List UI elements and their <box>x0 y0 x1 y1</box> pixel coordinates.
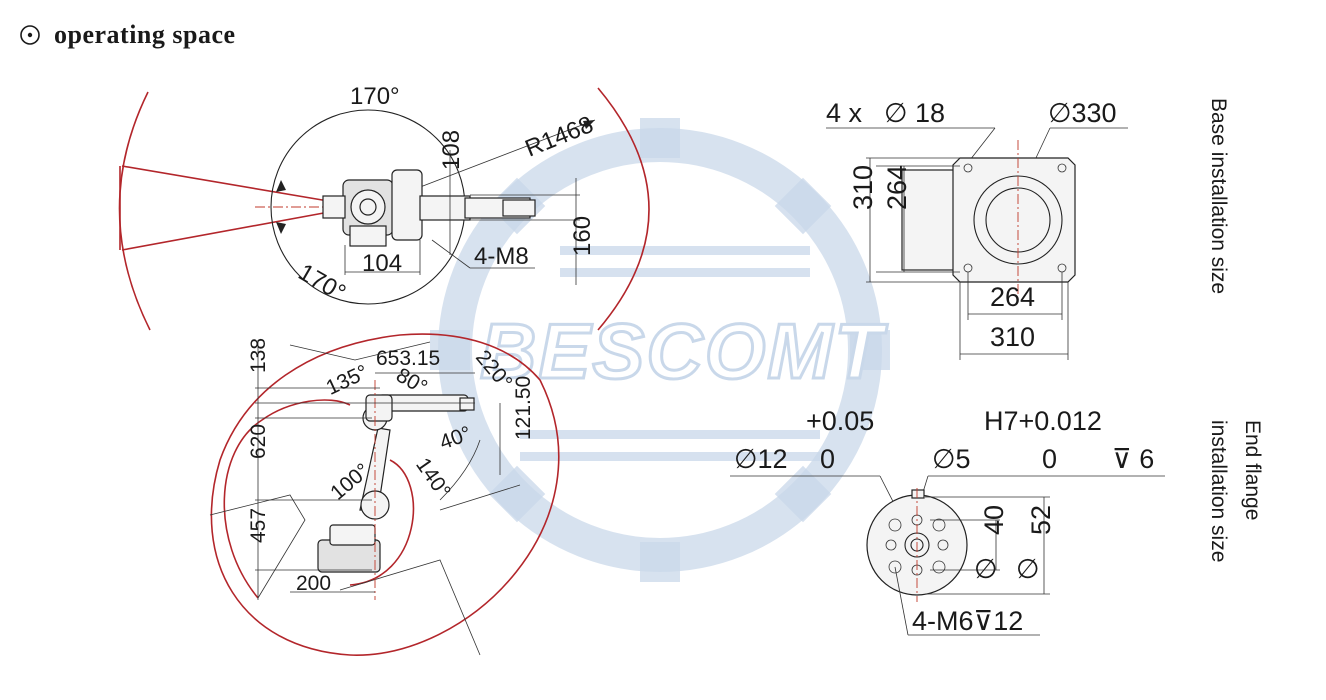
dim-200-label: 200 <box>296 572 331 595</box>
base-holes-label: 4 x <box>826 98 863 128</box>
dim-160-label: 160 <box>569 216 596 256</box>
flange-tol-plus: +0.05 <box>806 406 874 436</box>
bottom-angle-label: 170° <box>294 259 350 307</box>
base-hole-dia-label: ∅ 18 <box>884 98 945 128</box>
end-flange: +0.05 H7+0.012 ∅12 0 ∅5 0 ⊽ 6 40 ∅ 52 ∅ … <box>730 406 1264 636</box>
base-installation: 4 x ∅ 18 ∅330 310 264 264 310 Base insta… <box>826 98 1230 360</box>
target-icon <box>20 25 40 45</box>
flange-dim-40: 40 <box>979 505 1009 535</box>
top-angle-label: 170° <box>350 83 400 110</box>
flange-zero-b: 0 <box>1042 444 1057 474</box>
dim-620-label: 620 <box>247 424 270 459</box>
flange-tol-h7: H7+0.012 <box>984 406 1102 436</box>
flange-caption-line1: End flange <box>1241 420 1264 520</box>
dim-121-label: 121.50 <box>512 376 535 440</box>
angle-135-label: 135° <box>323 361 372 400</box>
section-heading: operating space <box>20 20 236 49</box>
base-outer-dia-label: ∅330 <box>1048 98 1117 128</box>
dim-457-label: 457 <box>247 508 270 543</box>
flange-dia-sym-b: ∅ <box>1016 554 1040 584</box>
flange-dia-5: ∅5 <box>932 444 971 474</box>
page-title: operating space <box>54 20 236 49</box>
flange-dim-52: 52 <box>1026 505 1056 535</box>
watermark-text: BESCOMT <box>480 307 888 395</box>
base-dim-264-v: 264 <box>882 165 912 210</box>
flange-dia-12: ∅12 <box>734 444 788 474</box>
base-dim-310-h: 310 <box>990 322 1035 352</box>
base-dim-310-v: 310 <box>848 165 878 210</box>
base-caption: Base installation size <box>1207 98 1230 294</box>
flange-zero-a: 0 <box>820 444 835 474</box>
flange-dia-sym-a: ∅ <box>974 554 998 584</box>
bolt-m8-label: 4-M8 <box>474 243 529 270</box>
dim-104-label: 104 <box>362 250 402 277</box>
watermark: BESCOMT <box>430 118 890 582</box>
flange-depth-6: ⊽ 6 <box>1112 444 1154 474</box>
flange-caption-line2: installation size <box>1207 420 1230 562</box>
dim-108-label: 108 <box>438 130 465 170</box>
flange-bolt-label: 4-M6⊽12 <box>912 606 1023 636</box>
top-view: 170° 170° R1468 108 104 160 4-M8 <box>118 83 650 331</box>
dim-653-label: 653.15 <box>376 347 440 370</box>
angle-140-label: 140° <box>411 454 455 503</box>
dim-138-label: 138 <box>247 338 270 373</box>
base-dim-264-h: 264 <box>990 282 1035 312</box>
